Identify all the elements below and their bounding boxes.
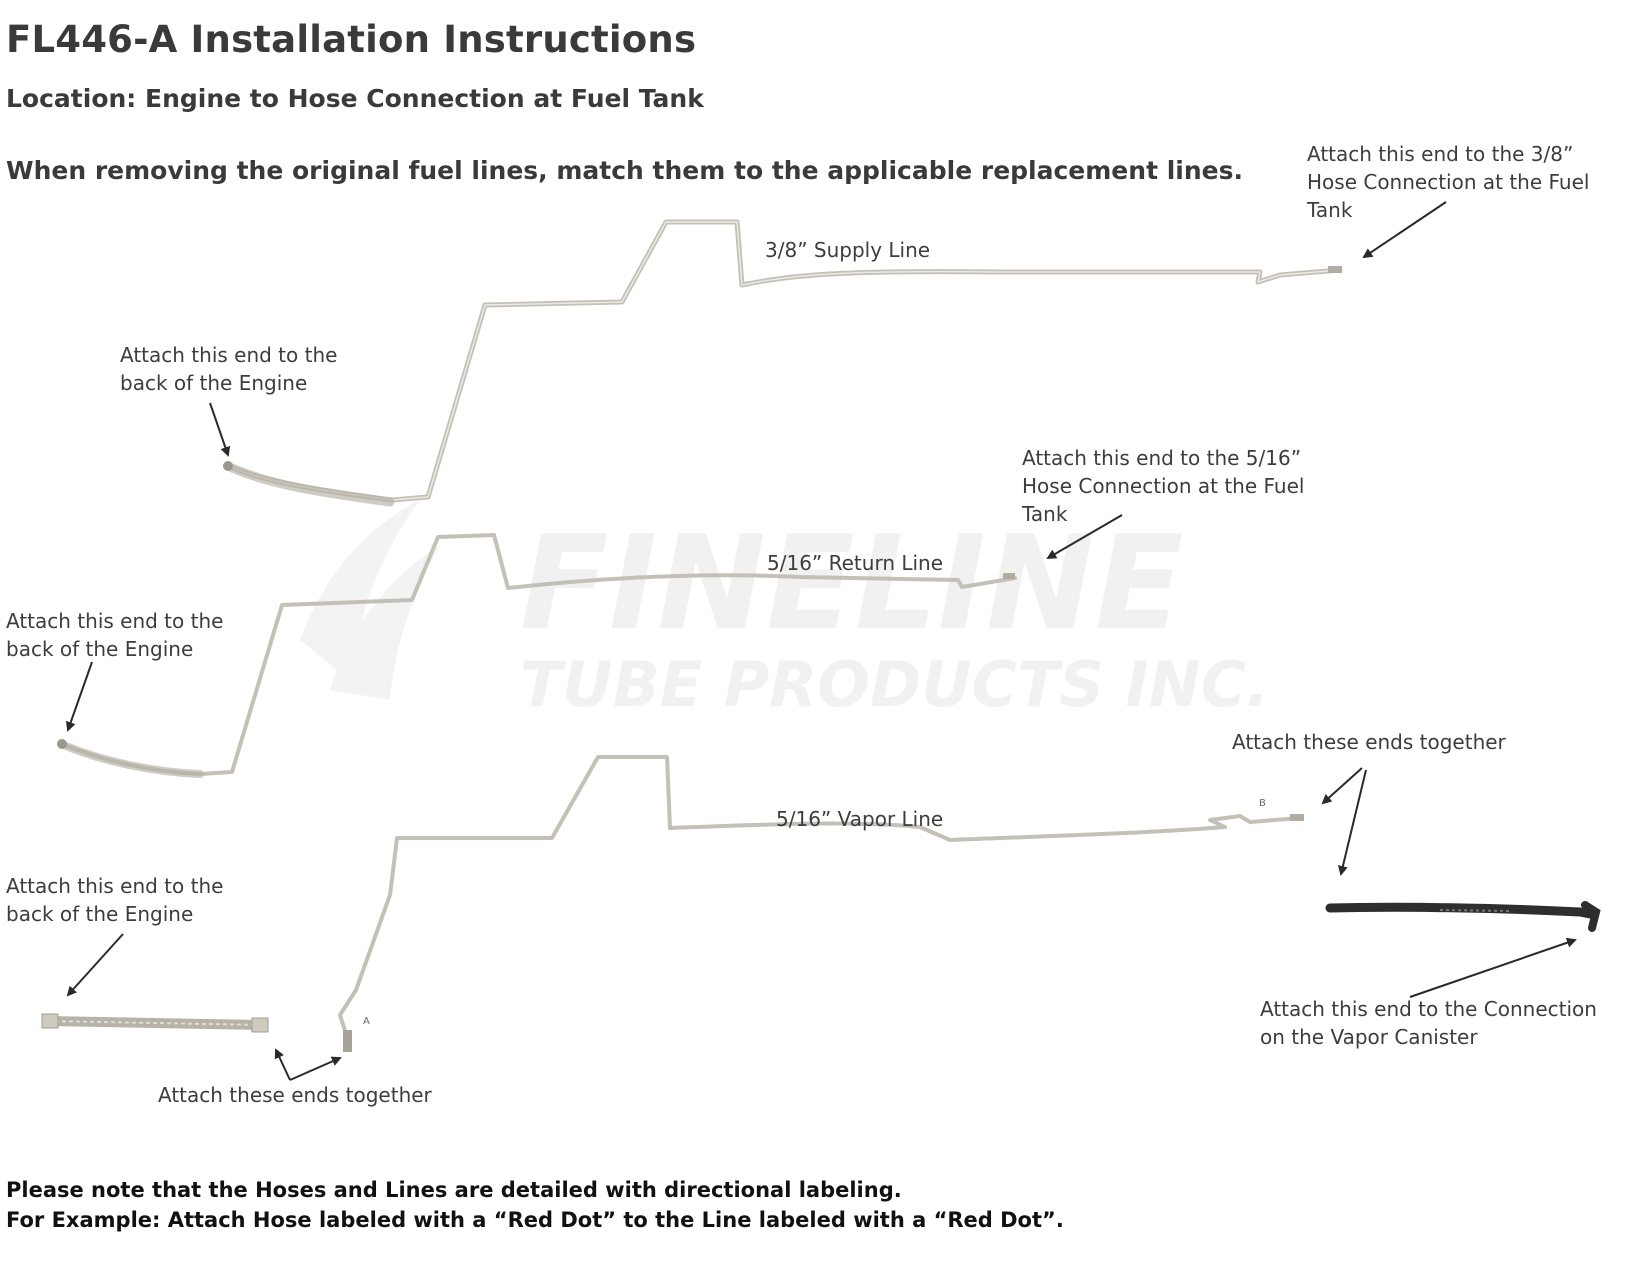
supply-line-label: 3/8” Supply Line [765,238,931,262]
vapor-canister-end-label: Attach this end to the Connection on the… [1260,997,1597,1049]
supply-tank-end-label: Attach this end to the 3/8” Hose Connect… [1307,142,1590,222]
return-tank-arrow [1046,514,1123,560]
watermark-brand: FINELINE [520,507,1184,659]
vapor-line-label: 5/16” Vapor Line [776,807,944,831]
vapor-together-right-label: Attach these ends together [1232,730,1506,754]
vapor-line: A B [338,755,1304,1052]
hose-together-arrow-2 [289,1056,342,1081]
vapor-tag-a: A [363,1016,370,1027]
supply-engine-arrow [209,402,231,457]
vapor-together-arrow-1 [1321,767,1363,805]
supply-line [223,219,1343,507]
supply-tank-arrow [1362,201,1447,259]
return-engine-end-label: Attach this end to the back of the Engin… [6,609,224,661]
watermark-company: TUBE PRODUCTS INC. [520,648,1270,721]
vapor-canister-hose [1325,901,1601,932]
page-title: FL446-A Installation Instructions [6,18,697,61]
hose-together-bottom-label: Attach these ends together [158,1083,432,1107]
vapor-engine-end-label: Attach this end to the back of the Engin… [6,874,224,926]
hose-together-arrow-1 [274,1048,291,1081]
return-tank-end-label: Attach this end to the 5/16” Hose Connec… [1022,446,1305,526]
return-line [57,533,1017,778]
annotation-arrows [65,201,1577,1081]
red-dot-example-note: For Example: Attach Hose labeled with a … [6,1208,1064,1232]
location-subtitle: Location: Engine to Hose Connection at F… [6,84,704,113]
engine-hose [41,1013,269,1033]
vapor-tag-b: B [1259,798,1266,809]
return-line-label: 5/16” Return Line [767,551,944,575]
vapor-engine-arrow [66,933,124,997]
removal-instruction: When removing the original fuel lines, m… [6,156,1243,185]
canister-arrow [1409,937,1577,998]
return-engine-arrow [65,661,93,732]
fineline-watermark: FINELINE TUBE PRODUCTS INC. [300,500,1270,721]
vapor-together-arrow-2 [1338,769,1367,876]
supply-engine-end-label: Attach this end to the back of the Engin… [120,343,338,395]
directional-note: Please note that the Hoses and Lines are… [6,1178,902,1202]
